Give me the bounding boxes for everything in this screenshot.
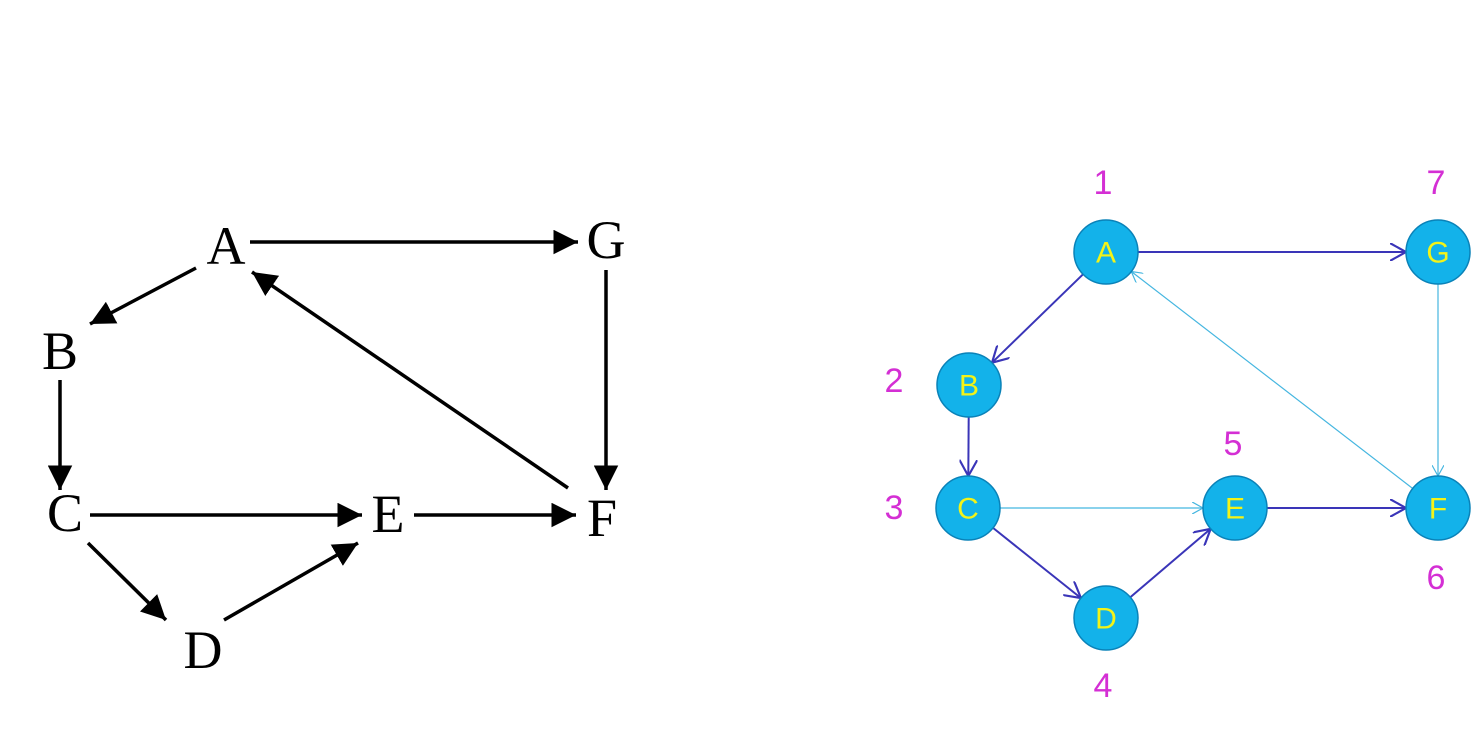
- right-order-g: 7: [1427, 164, 1446, 202]
- left-edge-c-d: [86, 541, 168, 622]
- right-edge-f-a: [1131, 272, 1414, 489]
- left-edge-f-a: [251, 270, 569, 490]
- left-directed-graph: A B C D E F G: [42, 210, 626, 680]
- left-graph-edges: [47, 229, 619, 622]
- right-order-d: 4: [1094, 667, 1113, 705]
- right-node-circle-g: [1405, 219, 1471, 285]
- left-node-g: G: [587, 210, 626, 270]
- right-order-c: 3: [885, 489, 904, 527]
- right-node-circle-f: [1405, 475, 1471, 541]
- right-node-a: A: [1073, 219, 1139, 285]
- right-node-circle-c: [935, 475, 1001, 541]
- right-graph-edges: [968, 252, 1438, 598]
- right-edge-a-b: [992, 273, 1084, 362]
- right-order-a: 1: [1094, 164, 1113, 202]
- right-node-d: D: [1073, 585, 1139, 651]
- right-graph-order-labels: 1 2 3 4 5 6 7: [885, 164, 1446, 705]
- left-node-e: E: [372, 484, 405, 544]
- left-edge-d-e: [223, 541, 359, 622]
- right-node-label-a: A: [1096, 237, 1116, 270]
- right-node-b: B: [936, 352, 1002, 418]
- right-node-g: G: [1405, 219, 1471, 285]
- right-node-circle-b: [936, 352, 1002, 418]
- right-node-label-g: G: [1426, 237, 1449, 270]
- right-node-circle-e: [1202, 475, 1268, 541]
- left-node-f: F: [587, 488, 617, 548]
- right-edge-c-d: [992, 527, 1081, 598]
- left-node-b: B: [42, 321, 78, 381]
- left-node-a: A: [207, 216, 246, 276]
- right-dfs-graph: A B C D E F G 1 2 3 4 5 6 7: [885, 164, 1471, 705]
- right-node-label-f: F: [1429, 493, 1447, 526]
- left-edge-a-b: [89, 266, 197, 326]
- right-node-c: C: [935, 475, 1001, 541]
- right-node-label-d: D: [1095, 603, 1117, 636]
- right-order-e: 5: [1224, 425, 1243, 463]
- left-graph-nodes: A B C D E F G: [42, 210, 626, 680]
- right-node-label-b: B: [959, 370, 979, 403]
- right-edge-d-e: [1129, 529, 1210, 598]
- right-node-e: E: [1202, 475, 1268, 541]
- left-node-d: D: [184, 620, 223, 680]
- right-graph-nodes: A B C D E F G: [935, 219, 1471, 651]
- right-node-label-e: E: [1225, 493, 1245, 526]
- right-order-b: 2: [885, 362, 904, 400]
- right-node-label-c: C: [957, 493, 979, 526]
- right-node-f: F: [1405, 475, 1471, 541]
- left-node-c: C: [47, 483, 83, 543]
- right-order-f: 6: [1427, 559, 1446, 597]
- right-node-circle-a: [1073, 219, 1139, 285]
- right-node-circle-d: [1073, 585, 1139, 651]
